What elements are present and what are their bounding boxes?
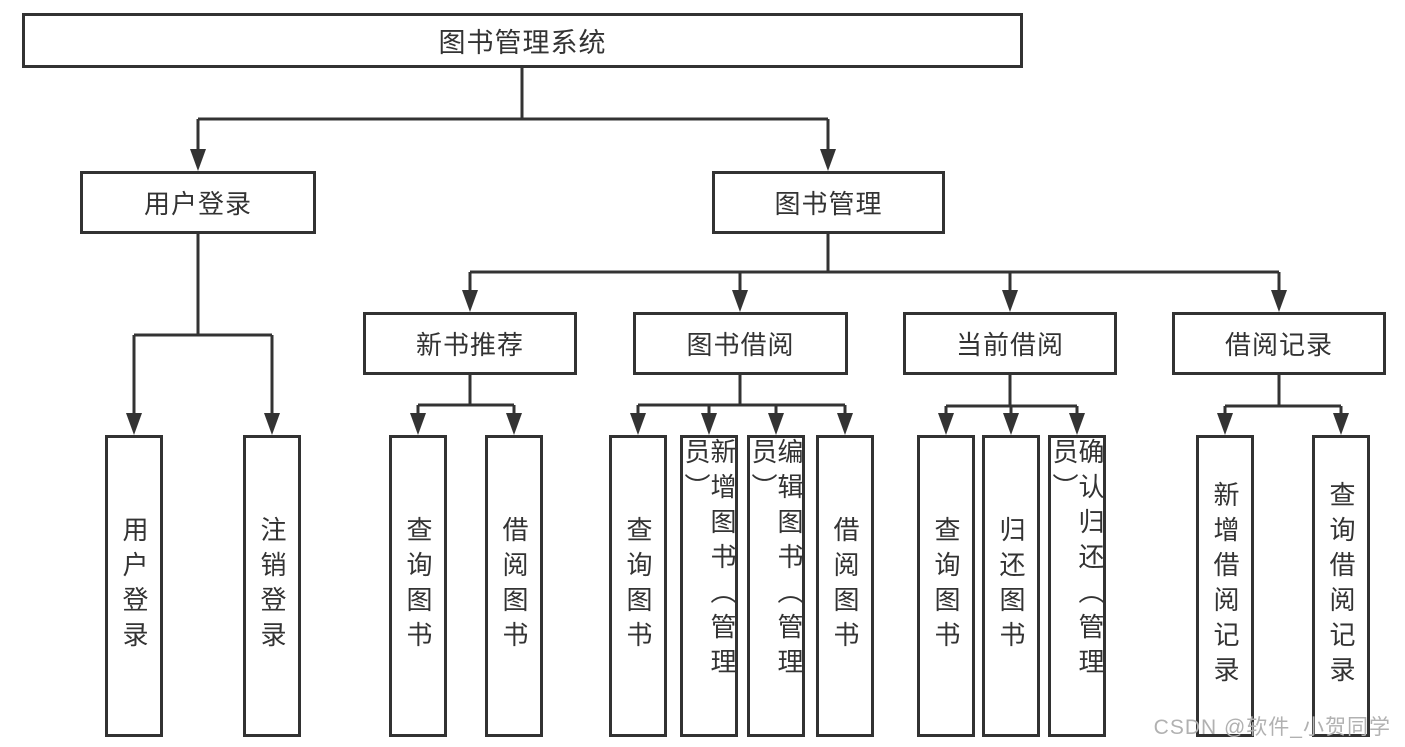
node-book-management: 图书管理	[712, 171, 945, 234]
arrowheads	[126, 149, 1349, 435]
node-label: 借阅图书	[830, 516, 860, 656]
connector-login-split	[132, 234, 274, 415]
arrow-icon	[768, 413, 784, 435]
arrow-icon	[938, 413, 954, 435]
leaf-add-book-admin: 新增图书（管理员）	[680, 435, 738, 737]
arrow-icon	[462, 290, 478, 312]
node-user-login: 用户登录	[80, 171, 316, 234]
node-label: 用户登录	[143, 189, 252, 219]
connector-current-split	[944, 375, 1079, 415]
arrow-icon	[506, 413, 522, 435]
leaf-edit-book-admin: 编辑图书（管理员）	[747, 435, 805, 737]
node-new-book-recommend: 新书推荐	[363, 312, 577, 375]
arrow-icon	[837, 413, 853, 435]
arrow-icon	[630, 413, 646, 435]
arrow-icon	[732, 290, 748, 312]
arrow-icon	[1271, 290, 1287, 312]
leaf-borrow-query-book: 查询图书	[609, 435, 667, 737]
leaf-current-query-book: 查询图书	[917, 435, 975, 737]
node-system-root: 图书管理系统	[22, 13, 1023, 68]
leaf-user-login: 用户登录	[105, 435, 163, 737]
arrow-icon	[1002, 290, 1018, 312]
node-label: 图书借阅	[686, 330, 795, 360]
arrow-icon	[820, 149, 836, 171]
node-label: 确认归还（管理员）	[1049, 438, 1105, 683]
node-borrow-record: 借阅记录	[1172, 312, 1386, 375]
connector-root-split	[196, 68, 830, 151]
node-label: 查询借阅记录	[1326, 481, 1356, 691]
node-label: 归还图书	[996, 516, 1026, 656]
arrow-icon	[1003, 413, 1019, 435]
arrow-icon	[126, 413, 142, 435]
leaf-recommend-borrow-book: 借阅图书	[485, 435, 543, 737]
node-label: 新增借阅记录	[1210, 481, 1240, 691]
node-label: 借阅记录	[1224, 330, 1333, 360]
leaf-return-book: 归还图书	[982, 435, 1040, 737]
arrow-icon	[264, 413, 280, 435]
node-label: 注销登录	[257, 516, 287, 656]
arrow-icon	[701, 413, 717, 435]
node-label: 新书推荐	[415, 330, 524, 360]
arrow-icon	[1333, 413, 1349, 435]
node-label: 借阅图书	[499, 516, 529, 656]
connector-record-split	[1223, 375, 1343, 415]
arrow-icon	[1217, 413, 1233, 435]
leaf-confirm-return-admin: 确认归还（管理员）	[1048, 435, 1106, 737]
node-label: 用户登录	[119, 516, 149, 656]
arrow-icon	[410, 413, 426, 435]
node-book-borrow: 图书借阅	[633, 312, 848, 375]
node-label: 图书管理系统	[438, 28, 607, 58]
node-current-borrow: 当前借阅	[903, 312, 1117, 375]
leaf-logout: 注销登录	[243, 435, 301, 737]
node-label: 当前借阅	[955, 330, 1064, 360]
node-label: 编辑图书（管理员）	[748, 438, 804, 683]
node-label: 查询图书	[931, 516, 961, 656]
connector-management-split	[468, 234, 1281, 292]
connector-borrow-split	[636, 375, 847, 415]
leaf-recommend-query-book: 查询图书	[389, 435, 447, 737]
node-label: 新增图书（管理员）	[681, 438, 737, 683]
leaf-borrow-book: 借阅图书	[816, 435, 874, 737]
leaf-add-borrow-record: 新增借阅记录	[1196, 435, 1254, 737]
connector-recommend-split	[416, 375, 516, 415]
node-label: 图书管理	[774, 189, 883, 219]
node-label: 查询图书	[403, 516, 433, 656]
csdn-watermark: CSDN @软件_小贺同学	[1153, 716, 1391, 739]
arrow-icon	[1069, 413, 1085, 435]
arrow-icon	[190, 149, 206, 171]
leaf-query-borrow-record: 查询借阅记录	[1312, 435, 1370, 737]
node-label: 查询图书	[623, 516, 653, 656]
